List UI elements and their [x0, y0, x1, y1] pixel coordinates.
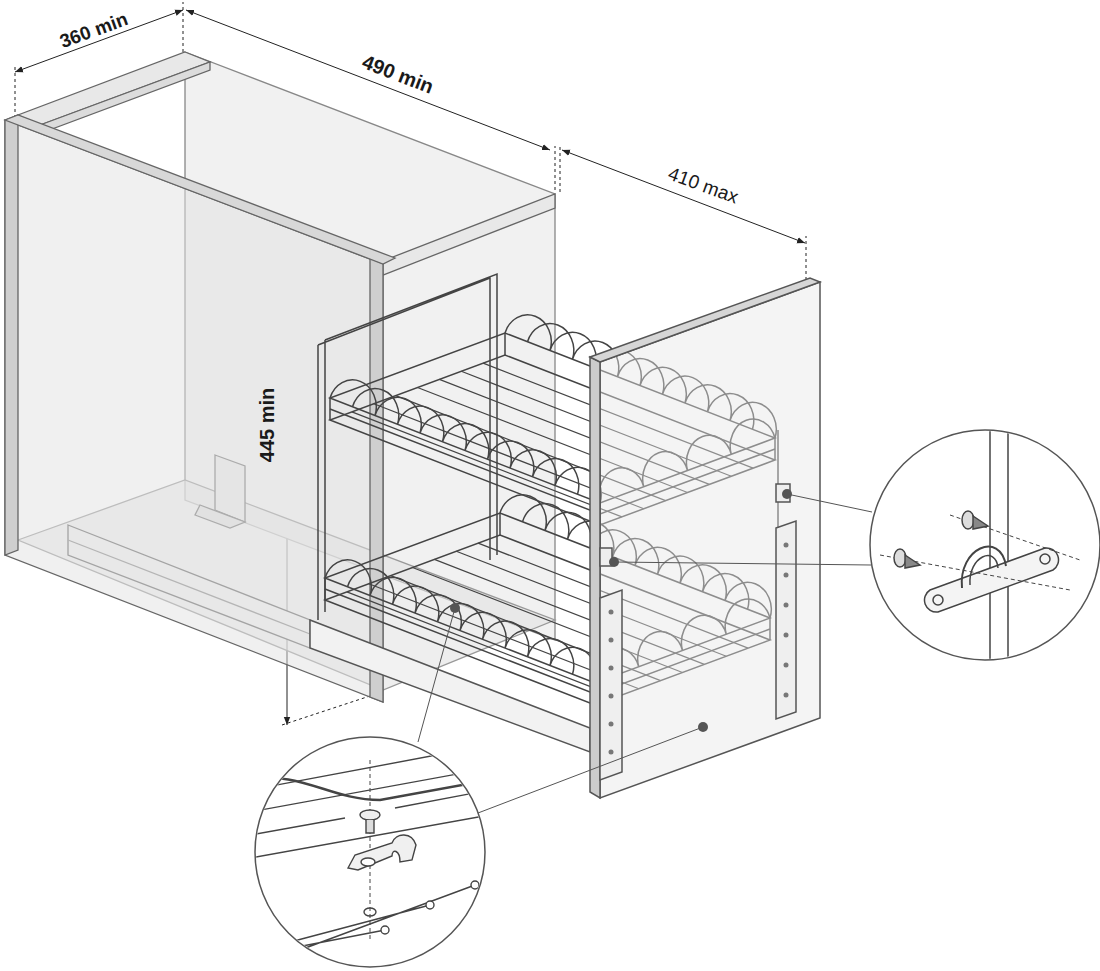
- callout-dots: [450, 489, 792, 732]
- dimension-label: 445 min: [256, 386, 278, 464]
- dimension-label: 490 min: [357, 50, 438, 99]
- front-panel: [590, 278, 820, 798]
- cabinet: [5, 52, 555, 702]
- dimension-label: 360 min: [55, 8, 132, 53]
- leader-lines: [418, 494, 872, 813]
- dimension-label: 410 max: [663, 163, 742, 209]
- bracket-detail: [870, 420, 1100, 670]
- clip-detail: [230, 737, 490, 967]
